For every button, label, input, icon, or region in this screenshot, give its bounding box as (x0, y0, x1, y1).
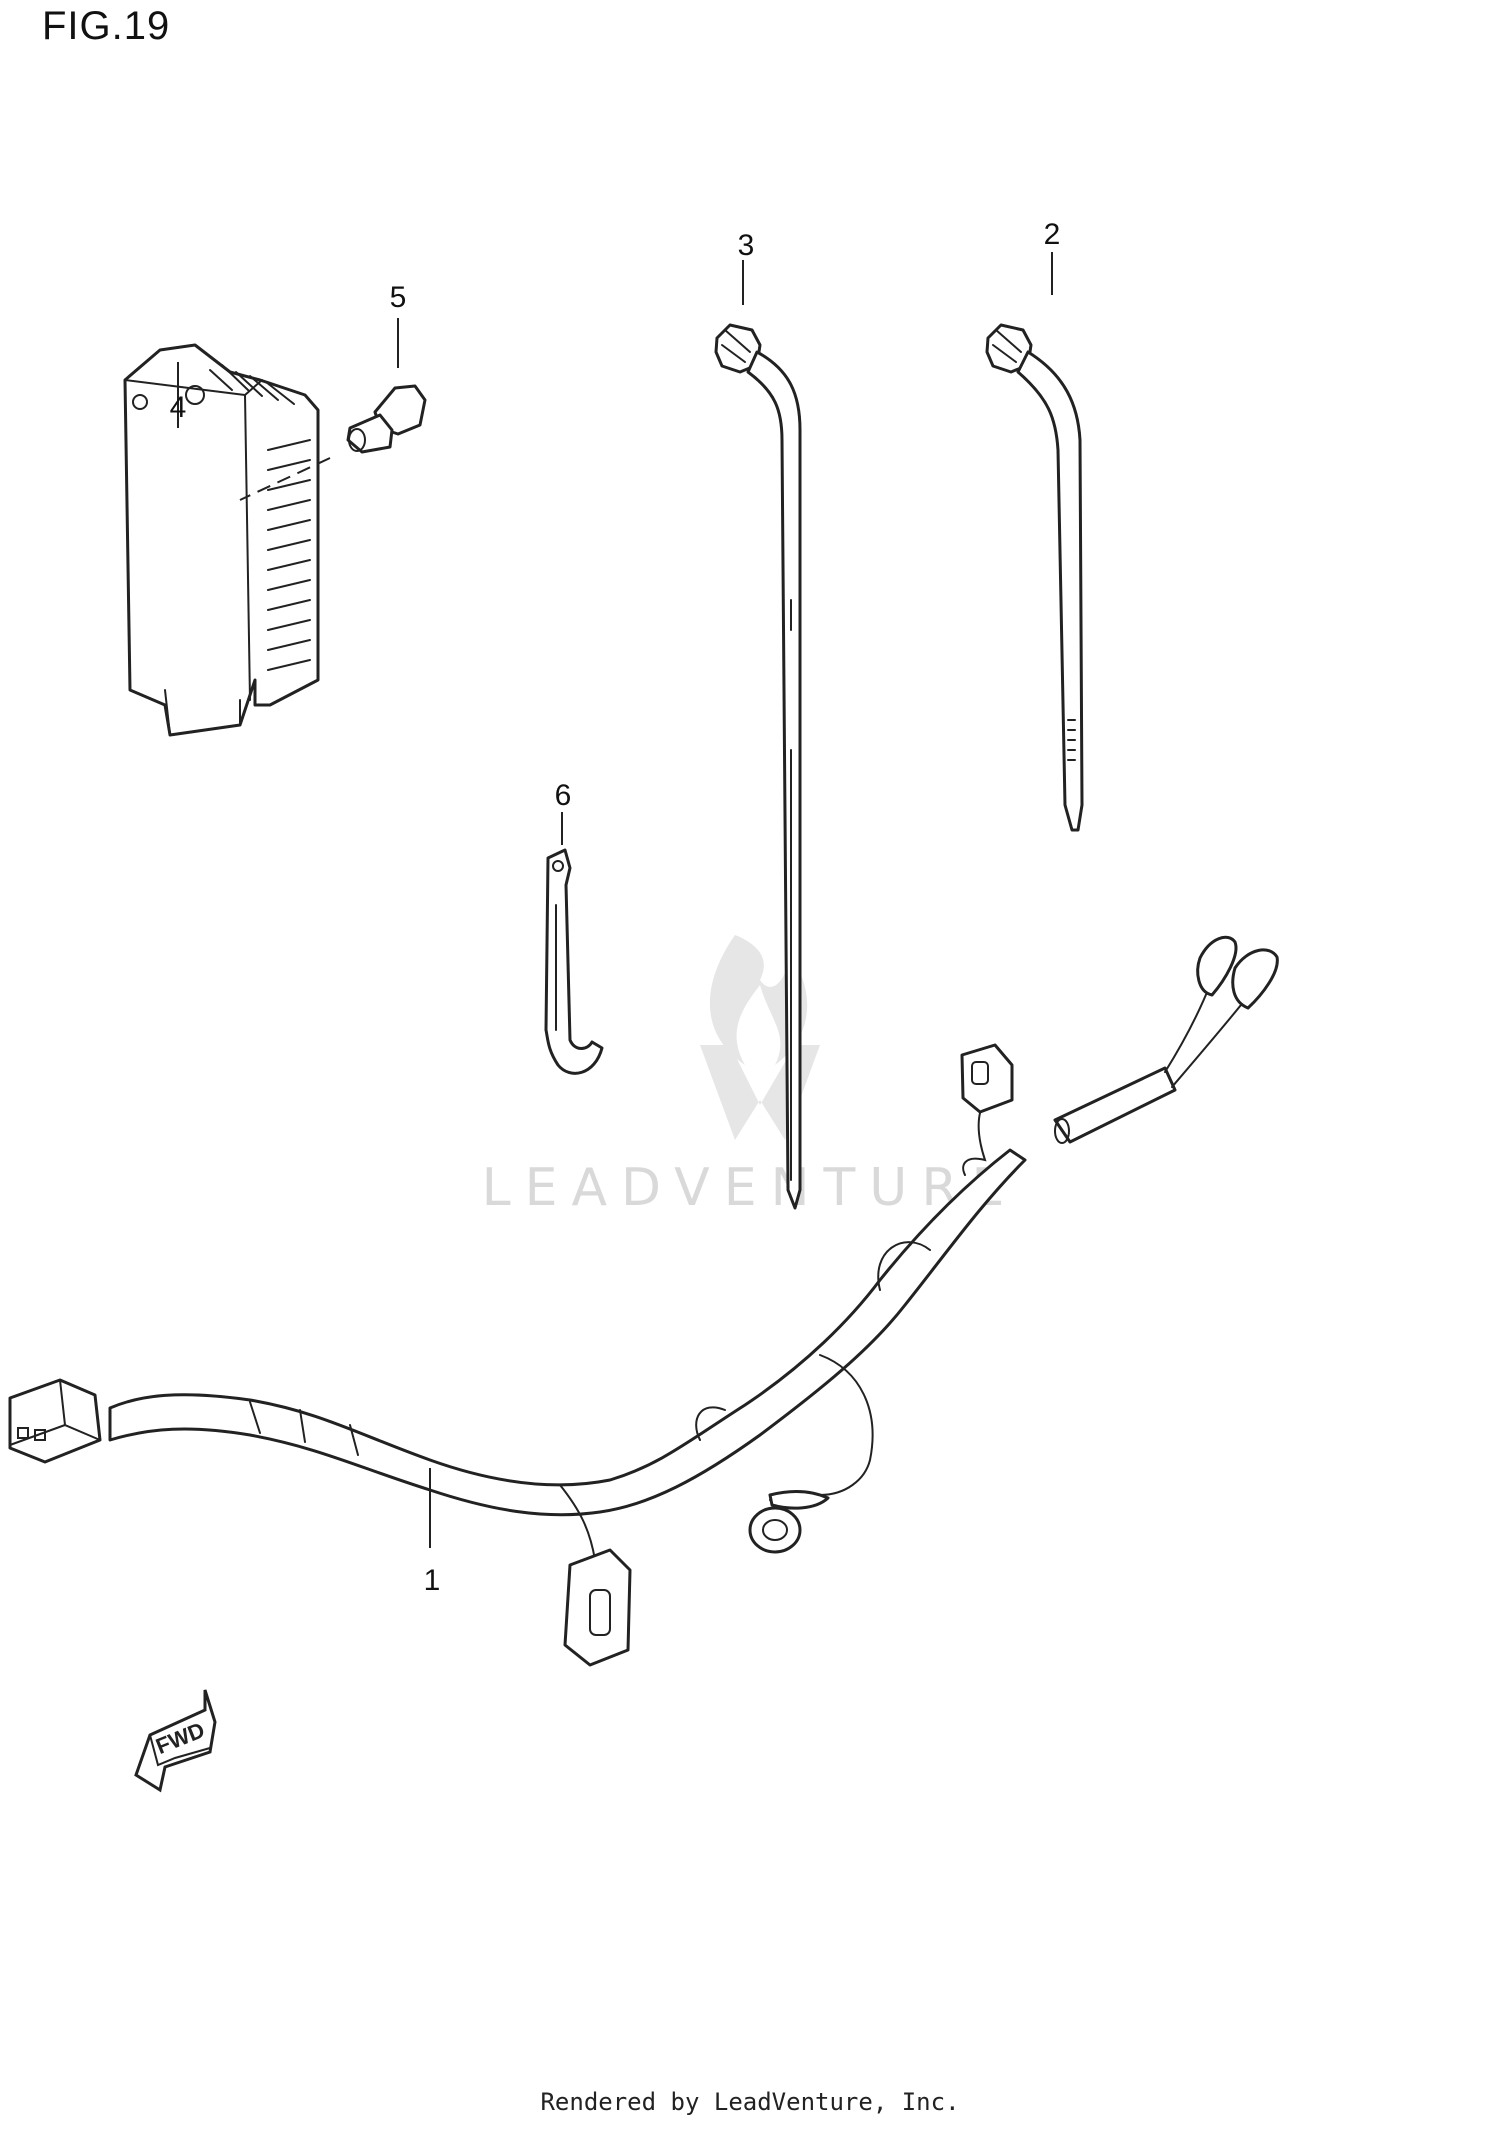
leader-lines (177, 252, 1053, 1548)
heatsink-fins (209, 364, 311, 671)
clamp-part-6 (544, 848, 604, 1075)
callout-6: 6 (555, 779, 572, 812)
fwd-arrow-icon: FWD (134, 1689, 217, 1793)
watermark-text: LEADVENTURE (482, 1158, 1019, 1218)
figure-title: FIG.19 (42, 4, 171, 48)
footer-credit: Rendered by LeadVenture, Inc. (540, 2088, 960, 2116)
callout-5: 5 (390, 281, 407, 314)
cable-tie-part-3 (714, 323, 802, 1210)
bolt-part-5 (239, 384, 427, 501)
wiring-harness-part-1 (8, 935, 1279, 1667)
callout-3: 3 (738, 229, 755, 262)
regulator-part-4 (123, 343, 320, 737)
callout-1: 1 (424, 1564, 441, 1597)
callout-4: 4 (170, 391, 187, 424)
callout-2: 2 (1044, 218, 1061, 251)
cable-tie-part-2 (985, 323, 1084, 832)
